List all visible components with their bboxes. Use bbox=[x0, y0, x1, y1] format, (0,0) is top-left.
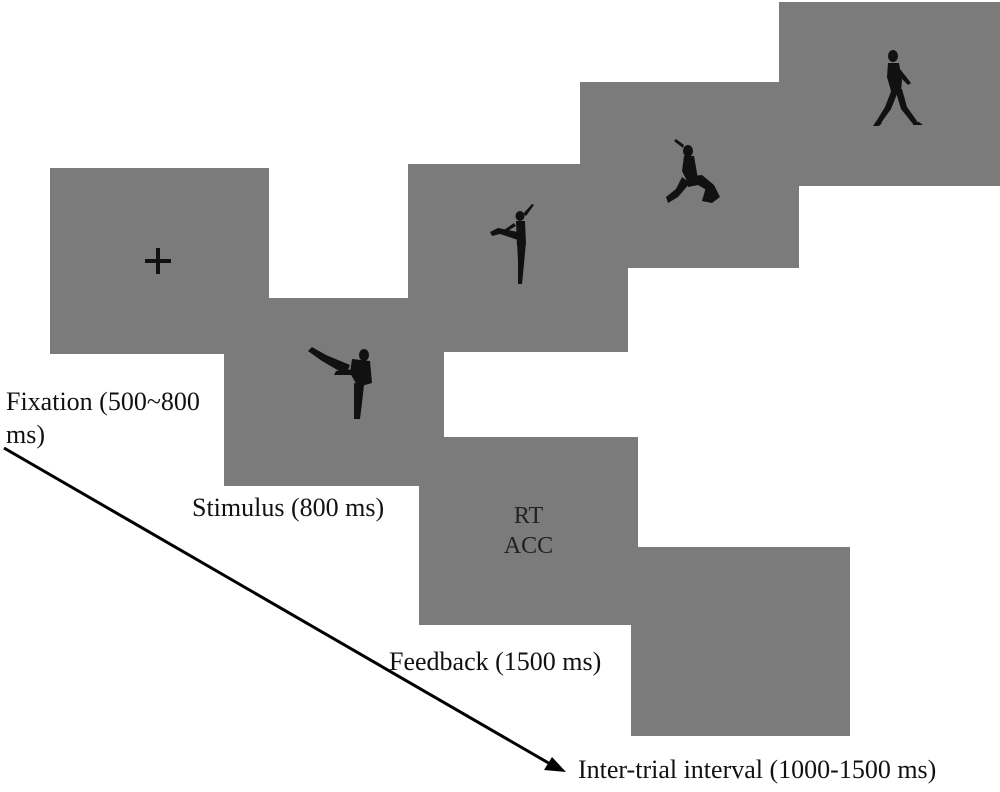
feedback-screen: RT ACC bbox=[419, 437, 638, 625]
fixation-label: Fixation (500~800 ms) bbox=[6, 386, 200, 451]
stimulus-screen-dancer bbox=[408, 164, 628, 352]
jumping-person-silhouette-icon bbox=[666, 139, 720, 203]
ballet-dancer-silhouette-icon bbox=[490, 204, 534, 284]
stimulus-screen-karate bbox=[224, 298, 444, 486]
fixation-cross-icon bbox=[145, 248, 171, 274]
iti-screen bbox=[631, 547, 850, 736]
walking-man-silhouette-icon bbox=[873, 50, 923, 126]
fixation-label-line1: Fixation (500~800 bbox=[6, 387, 200, 416]
karate-kick-silhouette-icon bbox=[308, 347, 372, 419]
iti-label: Inter-trial interval (1000-1500 ms) bbox=[578, 755, 937, 784]
feedback-rt: RT bbox=[513, 503, 544, 529]
feedback-text: RT ACC bbox=[419, 501, 638, 561]
fixation-label-line2: ms) bbox=[6, 419, 45, 449]
stimulus-label: Stimulus (800 ms) bbox=[192, 493, 385, 522]
stimulus-screen-walker bbox=[779, 2, 1000, 186]
feedback-label: Feedback (1500 ms) bbox=[389, 647, 602, 676]
feedback-acc: ACC bbox=[503, 533, 554, 559]
